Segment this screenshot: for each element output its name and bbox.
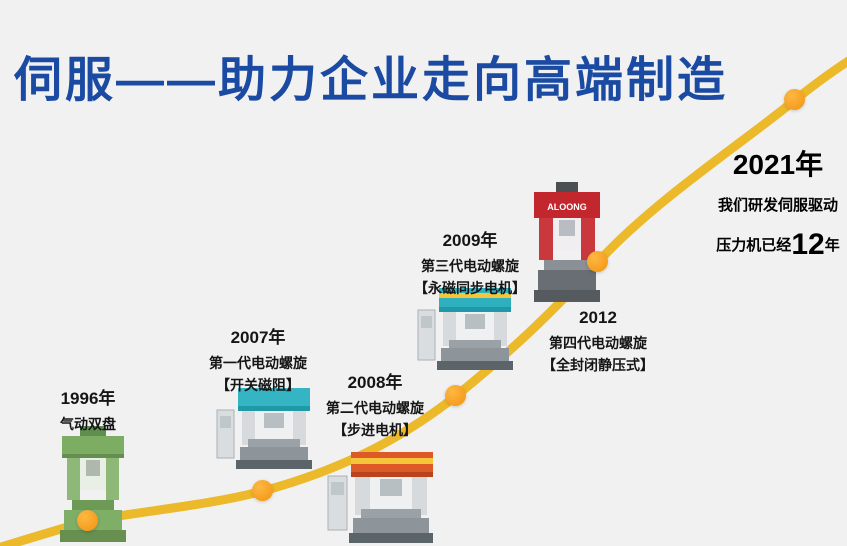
milestone-2007-line2: 【开关磁阻】 [216, 377, 300, 394]
milestone-2008: 2008年 第二代电动螺旋 【步进电机】 [326, 368, 424, 442]
milestone-2021: 2021年 我们研发伺服驱动 压力机已经12年 [716, 143, 839, 270]
machine-2009-illustration [417, 288, 513, 370]
milestone-dot-2012 [587, 251, 608, 272]
milestone-dot-2021 [784, 89, 805, 110]
milestone-2007: 2007年 第一代电动螺旋 【开关磁阻】 [209, 323, 307, 397]
milestone-1996-year: 1996年 [60, 389, 116, 408]
milestone-2008-year: 2008年 [347, 373, 403, 392]
milestone-2008-line2: 【步进电机】 [333, 422, 417, 439]
milestone-2012-year: 2012 [579, 308, 617, 327]
milestone-2021-line1: 我们研发伺服驱动 [717, 197, 838, 214]
page-title: 伺服——助力企业走向高端制造 [14, 54, 729, 107]
milestone-2021-line2-suffix: 年 [824, 236, 840, 254]
machine-2008-illustration [327, 452, 433, 543]
milestone-dot-1996 [77, 510, 98, 531]
milestone-2021-year: 2021年 [732, 149, 824, 180]
milestone-1996-line1: 气动双盘 [60, 416, 116, 432]
milestone-2021-line2: 压力机已经12年 [716, 219, 839, 270]
milestone-2012-line1: 第四代电动螺旋 [549, 335, 647, 351]
milestone-dot-2007 [252, 480, 273, 501]
machine-2012-brand-label: ALOONG [547, 202, 587, 212]
milestone-2007-line1: 第一代电动螺旋 [209, 355, 307, 371]
milestone-2012-line2: 【全封闭静压式】 [542, 357, 654, 374]
milestone-dot-2008 [445, 385, 466, 406]
machine-2007-illustration [216, 388, 312, 469]
milestone-2012: 2012 第四代电动螺旋 【全封闭静压式】 [542, 308, 654, 377]
milestone-2009-line1: 第三代电动螺旋 [421, 258, 519, 274]
milestone-2009-line2: 【永磁同步电机】 [414, 280, 526, 297]
machine-2012-illustration: ALOONG [534, 182, 600, 302]
milestone-2021-years-count: 12 [791, 227, 825, 261]
milestone-2008-line1: 第二代电动螺旋 [326, 400, 424, 416]
milestone-2009-year: 2009年 [442, 231, 498, 250]
milestone-1996: 1996年 气动双盘 [60, 384, 116, 435]
milestone-2007-year: 2007年 [230, 328, 286, 347]
milestone-2009: 2009年 第三代电动螺旋 【永磁同步电机】 [414, 226, 526, 300]
milestone-2021-line2-prefix: 压力机已经 [716, 236, 792, 254]
